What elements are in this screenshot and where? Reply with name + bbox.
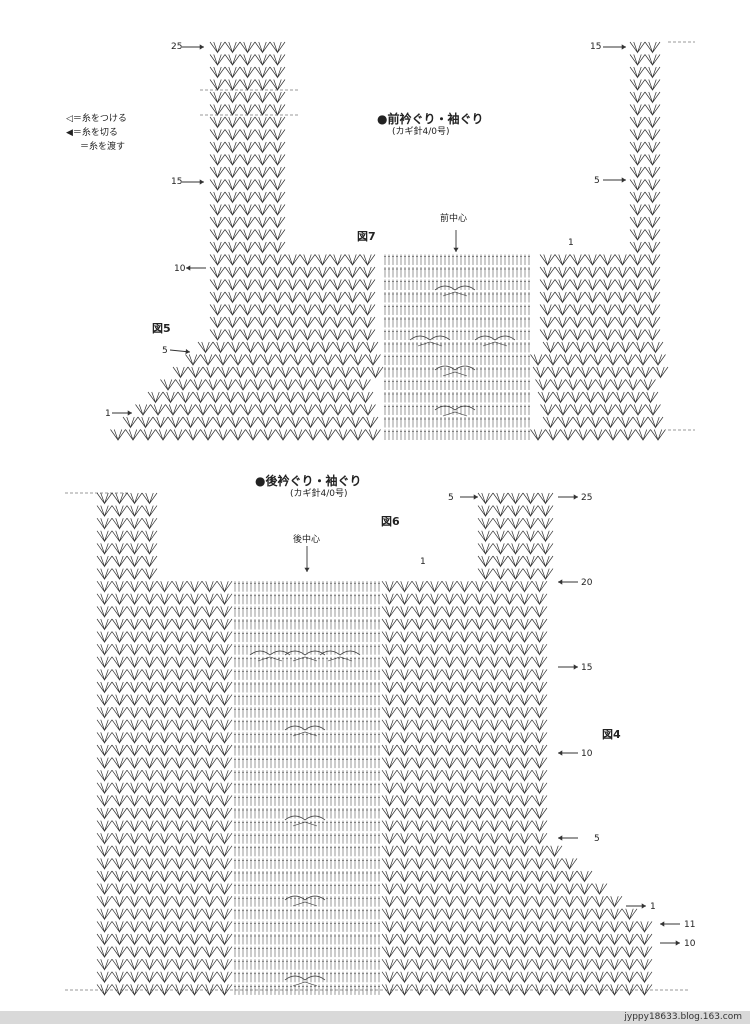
front-row-label: 1 <box>568 238 574 248</box>
front-stitch-grid <box>110 41 695 442</box>
back-row-label: 20 <box>581 578 593 588</box>
front-row-label: 15 <box>171 177 183 187</box>
back-figure-4: 図4 <box>602 728 621 741</box>
front-row-label: 5 <box>162 346 168 356</box>
back-row-label: 5 <box>448 493 454 503</box>
back-row-label: 15 <box>581 663 593 673</box>
back-row-label: 1 <box>420 557 426 567</box>
front-title: ●前衿ぐり・袖ぐり <box>377 112 484 126</box>
front-figure-7: 図7 <box>357 230 376 243</box>
front-figure-5: 図5 <box>152 322 171 335</box>
front-row-label: 5 <box>594 176 600 186</box>
front-row-label: 10 <box>174 264 186 274</box>
symbol-legend: ◁＝糸をつける ◀＝糸を切る ＝糸を渡す <box>66 112 127 154</box>
back-center-label: 後中心 <box>293 535 321 545</box>
back-stitch-grid <box>65 492 690 996</box>
front-center-label: 前中心 <box>440 214 468 224</box>
legend-attach-yarn: ◁＝糸をつける <box>66 114 127 124</box>
row-arrows <box>112 44 680 946</box>
front-hook-size: (カギ針4/0号) <box>392 127 450 137</box>
front-row-label: 15 <box>590 42 602 52</box>
back-row-label: 1 <box>650 902 656 912</box>
back-title: ●後衿ぐり・袖ぐり <box>255 474 362 488</box>
back-row-label: 5 <box>594 834 600 844</box>
legend-carry-yarn: ＝糸を渡す <box>80 142 126 152</box>
front-row-label: 1 <box>105 409 111 419</box>
back-hook-size: (カギ針4/0号) <box>290 489 348 499</box>
back-row-label: 11 <box>684 920 696 930</box>
watermark-credit: jyppy18633.blog.163.com <box>624 1012 742 1022</box>
legend-cut-yarn: ◀＝糸を切る <box>66 128 118 138</box>
back-row-label: 10 <box>581 749 593 759</box>
back-row-label: 25 <box>581 493 593 503</box>
watermark-bar: jyppy18633.blog.163.com <box>0 1011 750 1024</box>
front-row-label: 25 <box>171 42 183 52</box>
back-row-label: 10 <box>684 939 696 949</box>
back-figure-6: 図6 <box>381 515 400 528</box>
